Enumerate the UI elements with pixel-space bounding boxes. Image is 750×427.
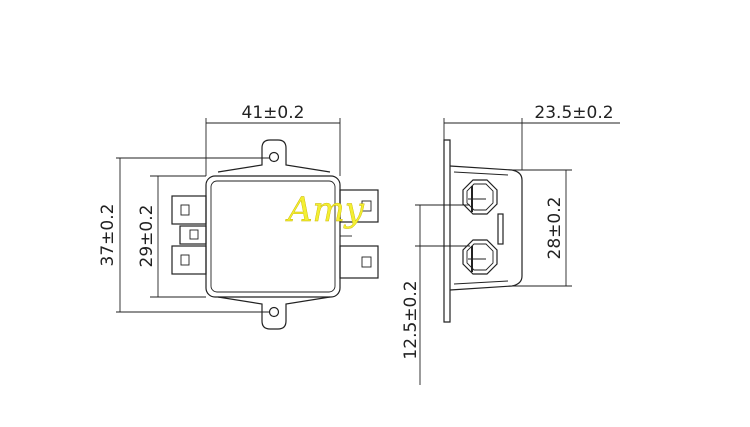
front-height-outer-label: 37±0.2 — [98, 204, 118, 267]
top-mounting-tab — [217, 139, 331, 173]
left-terminal-ground — [179, 225, 207, 245]
left-terminal-bottom — [171, 245, 207, 275]
watermark: Amy — [285, 190, 365, 230]
filter-body-inner — [210, 180, 336, 293]
right-terminals — [339, 189, 379, 279]
side-view: 23.5±0.2 28±0.2 12.5±0.2 — [401, 103, 620, 385]
dimension-side-depth: 23.5±0.2 — [443, 103, 620, 170]
side-height-label: 28±0.2 — [545, 197, 565, 260]
center-slot — [497, 213, 504, 245]
dimension-front-height-outer: 37±0.2 — [98, 157, 270, 313]
dimension-side-height: 28±0.2 — [512, 169, 572, 287]
lower-socket — [462, 239, 498, 275]
dimension-side-pitch: 12.5±0.2 — [401, 204, 470, 385]
front-view: 41±0.2 37±0.2 29±0.2 — [98, 103, 379, 330]
bottom-mounting-hole — [268, 306, 280, 318]
bottom-mounting-tab — [217, 296, 331, 330]
dimension-front-width: 41±0.2 — [205, 103, 341, 176]
top-mounting-hole — [268, 151, 280, 163]
side-depth-label: 23.5±0.2 — [534, 103, 613, 123]
right-terminal-bottom — [339, 245, 379, 279]
dimension-front-height-body: 29±0.2 — [137, 175, 206, 298]
front-width-label: 41±0.2 — [242, 103, 305, 123]
mounting-plate — [443, 139, 451, 323]
left-terminals — [171, 195, 207, 275]
upper-socket — [462, 179, 498, 215]
side-body-outline — [449, 165, 523, 291]
left-terminal-top — [171, 195, 207, 225]
front-height-body-label: 29±0.2 — [137, 205, 157, 268]
right-terminal-top — [339, 189, 379, 223]
side-pitch-label: 12.5±0.2 — [401, 280, 421, 359]
